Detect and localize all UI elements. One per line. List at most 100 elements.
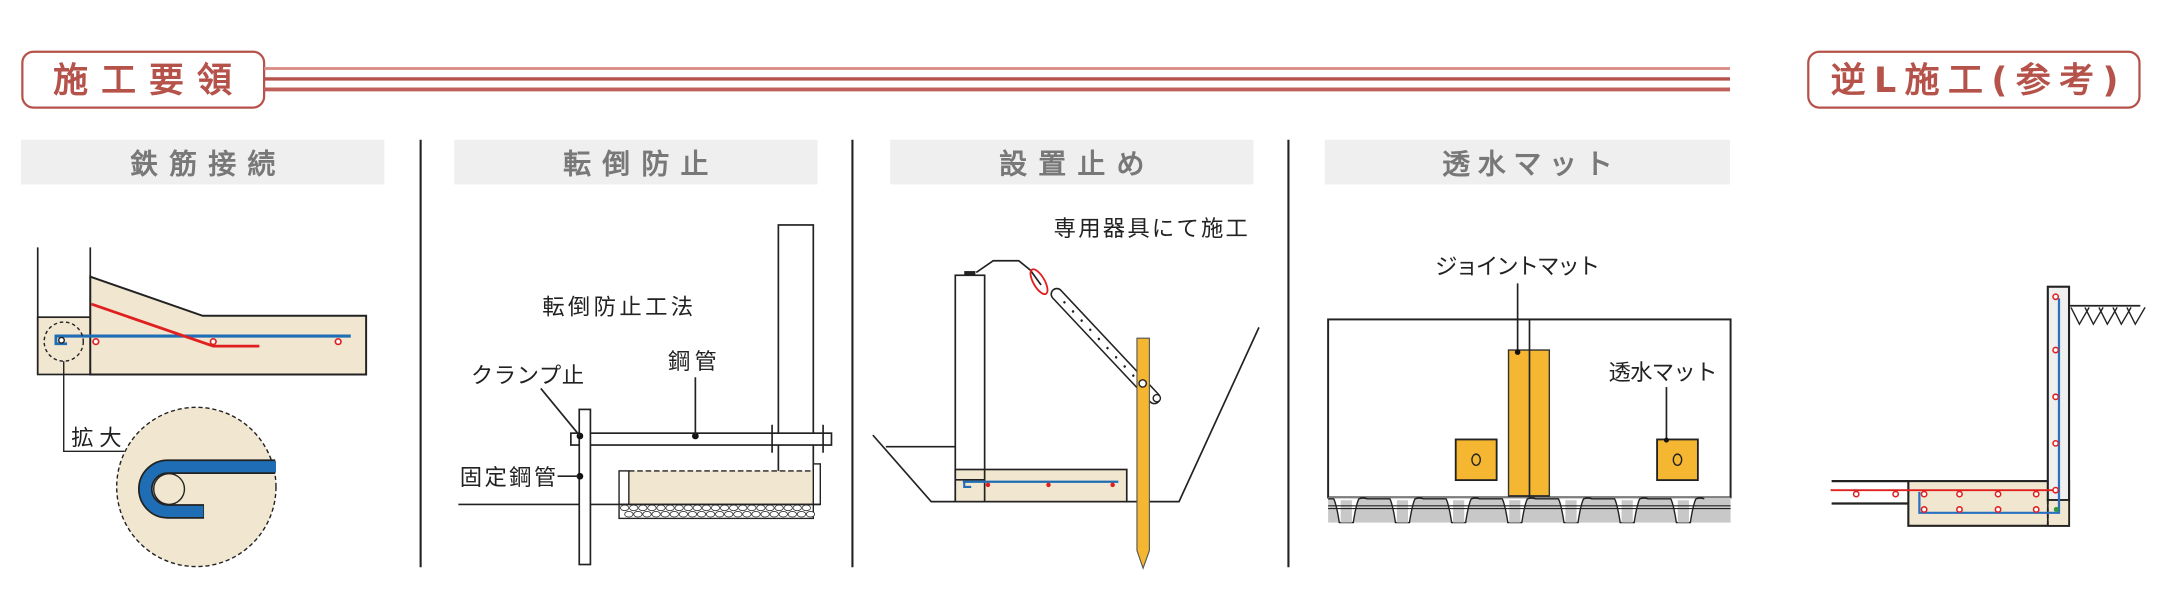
rebar-connection-diagram: 拡大 — [36, 247, 368, 568]
section-bar-install — [890, 139, 1254, 185]
corrugation-rib — [1340, 500, 1352, 523]
rebar-section-mark — [209, 338, 217, 346]
gravel-stone — [787, 510, 797, 518]
footing — [1907, 480, 2071, 527]
corrugation-rib — [1621, 500, 1633, 523]
strut-pin — [1152, 393, 1162, 403]
rebar-section-mark — [985, 482, 991, 488]
base-block — [628, 470, 814, 505]
base-block-end — [618, 470, 630, 506]
gravel-stone — [733, 510, 743, 518]
permeable-mat-point — [1663, 437, 1669, 443]
gravel-stone — [647, 504, 657, 512]
detail-leader-line — [63, 361, 125, 453]
rebar-section-marks — [1852, 293, 2060, 513]
main-title-header: 施工要領 — [21, 50, 1731, 109]
rebar-section-mark — [1956, 506, 1963, 513]
fixed-pipe-label: 固定鋼管 — [460, 465, 556, 491]
enlarge-label: 拡大 — [71, 426, 121, 452]
weep-hole — [1471, 453, 1482, 466]
rebar-section-mark — [2052, 393, 2060, 401]
rebar-section-mark — [1852, 490, 1860, 498]
joint-mat-label: ジョイントマット — [1435, 254, 1600, 280]
section-headers: 鉄筋接続 転倒防止 設置止め 透水マット — [20, 139, 1731, 185]
strut-hole — [1071, 310, 1075, 313]
gravel-stone — [796, 510, 807, 518]
tipping-prevention-diagram: 転倒防止工法 クランプ止 鋼管 固定鋼管 — [458, 224, 833, 566]
clamp-label: クランプ止 — [471, 363, 584, 389]
new-footing — [89, 275, 368, 376]
rebar-section-mark — [1892, 490, 1900, 498]
corrugation-rib — [1396, 500, 1409, 523]
gravel-stone — [620, 504, 630, 512]
hatch-mark — [2070, 307, 2090, 326]
gravel-stone — [756, 504, 766, 512]
gravel-stone — [769, 510, 779, 518]
gravel-stone — [701, 504, 712, 512]
rebar-section-mark — [1046, 482, 1051, 488]
gravel-stone — [629, 504, 639, 512]
joint-mat-point — [1514, 349, 1521, 355]
gravel-stone — [774, 504, 784, 512]
enlarged-blue-hook — [139, 461, 276, 518]
gravel-stone — [638, 504, 648, 512]
rebar-section-mark — [1994, 506, 2002, 513]
hatch-mark — [2098, 307, 2118, 326]
clamp-leader — [540, 387, 581, 437]
weep-hole — [1672, 453, 1683, 466]
strut-hole — [1123, 365, 1126, 368]
rebar-section-mark — [2032, 490, 2040, 498]
enlarged-detail-circle — [115, 406, 277, 568]
reference-title-box — [1807, 50, 2141, 109]
blue-rebar — [1918, 298, 2061, 514]
strut-hole — [1089, 328, 1092, 332]
hatch-mark — [2126, 307, 2146, 326]
reference-title-header: 逆L施工(参考) — [1807, 50, 2141, 109]
gravel-stone — [692, 504, 702, 512]
blue-rebar-hook — [963, 481, 972, 489]
fixed-steel-pipe — [578, 408, 592, 566]
gravel-stone — [633, 510, 643, 518]
gravel-stone — [751, 510, 761, 518]
inverted-l-diagram — [1830, 285, 2146, 527]
corrugation-rib — [1677, 500, 1689, 523]
corrugation-rib — [1453, 500, 1465, 523]
strut-hole — [1106, 346, 1109, 350]
gravel-stones — [620, 504, 816, 518]
strut-hole — [1114, 356, 1118, 359]
wall-panel — [777, 224, 815, 506]
gravel-stone — [783, 504, 793, 512]
rebar-section-mark — [2032, 506, 2040, 513]
rebar-section-mark — [1994, 490, 2002, 498]
wall-panel — [954, 274, 986, 503]
gravel-stone — [801, 504, 811, 512]
section-bar-rebar — [20, 139, 385, 185]
reference-title: 逆L施工(参考) — [1831, 61, 2119, 101]
method-label: 転倒防止工法 — [542, 294, 693, 320]
stake — [1136, 337, 1150, 570]
gravel-stone — [792, 504, 802, 512]
gravel-stone — [705, 510, 716, 518]
strut-pin — [1138, 379, 1148, 388]
gravel-stone — [651, 510, 661, 518]
hatch-mark — [2112, 307, 2132, 326]
enlarged-rebar-section — [153, 472, 186, 506]
steel-pipe — [570, 432, 833, 446]
gravel-stone — [696, 510, 707, 518]
rebar-section-mark — [57, 336, 65, 344]
gravel-stone — [687, 510, 698, 518]
rebar-section-mark — [1920, 506, 1928, 513]
strut-hole — [1132, 374, 1135, 377]
gravel-stone — [765, 504, 775, 512]
tool-label: 専用器具にて施工 — [1054, 216, 1248, 242]
gravel-stone — [678, 510, 688, 518]
gravel-stone — [724, 510, 734, 518]
permeable-mat-diagram: ジョイントマット 透水マット — [1327, 254, 1732, 524]
joint-marker — [2053, 506, 2059, 512]
rebar-section-mark — [1920, 490, 1928, 498]
gravel-stone — [656, 504, 666, 512]
corrugation-rib — [1509, 500, 1521, 523]
gravel-stone — [760, 510, 770, 518]
section-bar-mat — [1324, 139, 1731, 185]
